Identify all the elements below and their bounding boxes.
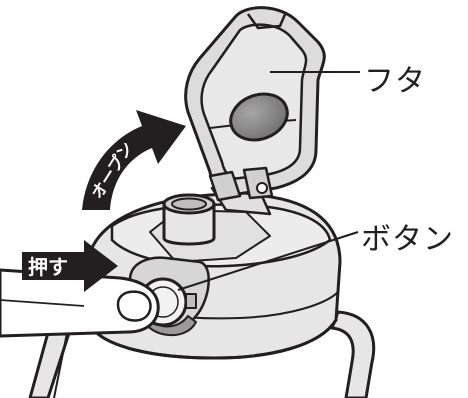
button-leader-line [177, 231, 359, 291]
right-handle [330, 310, 376, 398]
finger-shape [0, 268, 160, 338]
fingernail [116, 290, 152, 322]
push-arrow-label: 押す [28, 255, 68, 279]
lid-window [229, 92, 289, 142]
open-arrow-shape [82, 110, 186, 210]
push-arrow-shape [22, 240, 118, 292]
spout [162, 204, 216, 246]
open-arrow: オープン [82, 110, 186, 210]
lid-label: フタ [364, 64, 426, 99]
lid [184, 6, 326, 202]
button-label: ボタン [361, 222, 454, 257]
lid-hinge [208, 170, 242, 202]
bottle-rim [90, 319, 338, 360]
push-arrow: 押す [22, 240, 118, 292]
finger [0, 268, 160, 338]
